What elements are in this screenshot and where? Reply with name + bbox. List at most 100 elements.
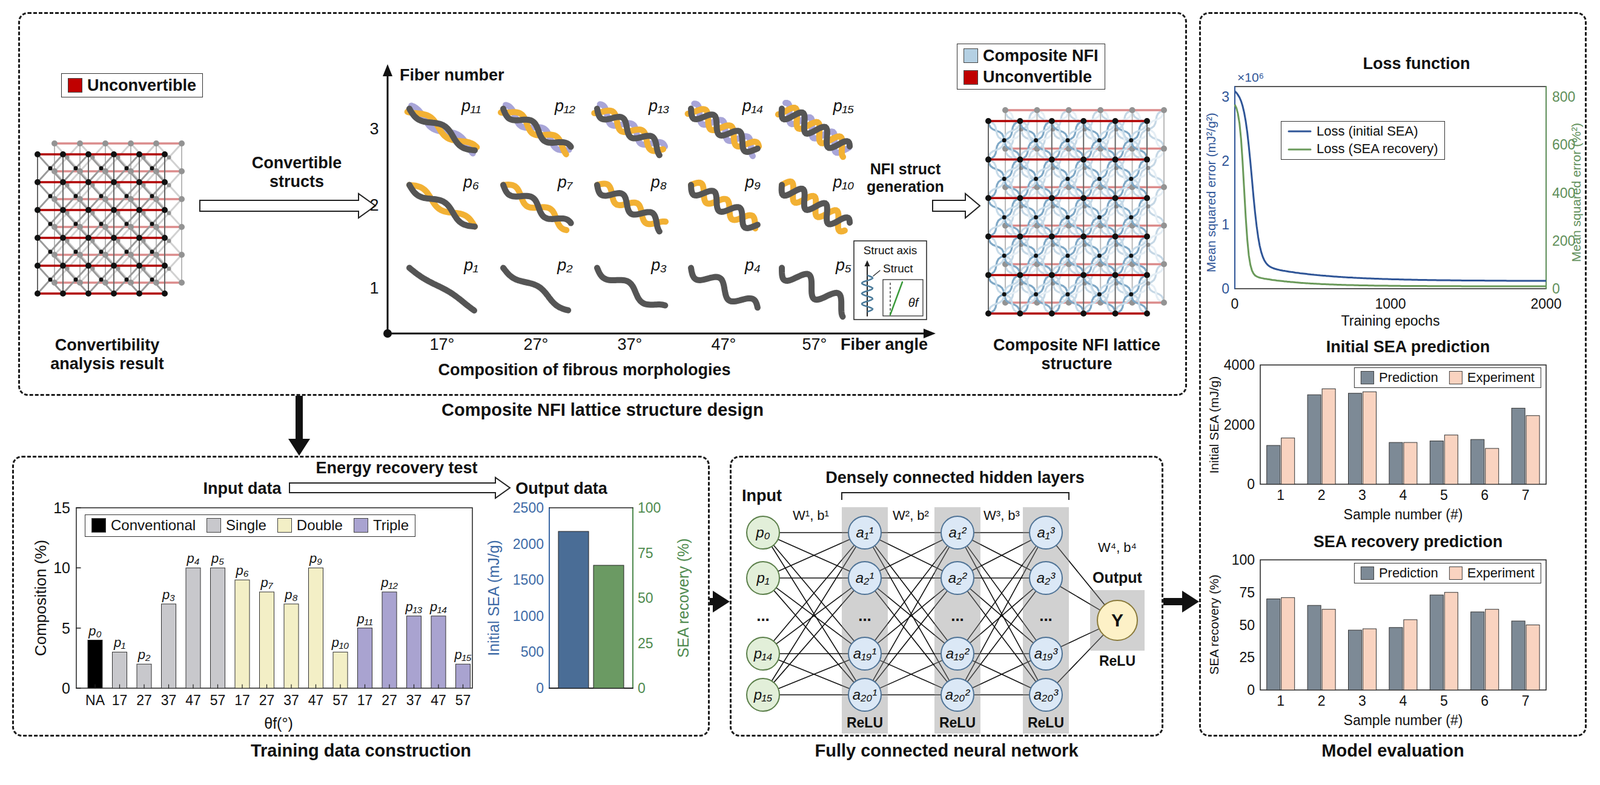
lattice-strut <box>105 143 131 172</box>
composite-strut <box>1115 236 1148 276</box>
lattice-strut <box>79 199 106 228</box>
tick-mark <box>76 628 81 630</box>
lattice-node <box>1002 215 1007 220</box>
lattice-node <box>110 151 117 158</box>
tick-label: 100 <box>637 500 661 516</box>
lattice-strut <box>37 210 63 239</box>
lattice-strut <box>105 171 131 200</box>
connector <box>881 532 941 534</box>
axis-title: SEA recovery (%) <box>674 538 693 658</box>
neuron-label: a₁₉³ <box>1034 646 1058 662</box>
composite-strut <box>1051 121 1084 160</box>
connector-line <box>879 540 943 571</box>
bar <box>136 664 152 689</box>
composite-strut <box>1019 236 1052 276</box>
morphology-label: p₁₅ <box>833 96 854 116</box>
legend-item: Experiment <box>1449 370 1535 386</box>
lattice-strut <box>139 265 165 294</box>
composite-strut <box>1115 198 1148 237</box>
composite-strut <box>988 198 1020 237</box>
composite-strut <box>1051 198 1084 237</box>
bar <box>1471 439 1485 485</box>
lattice-node <box>34 151 41 158</box>
lattice-node <box>51 140 58 147</box>
neuron-label: p₁₄ <box>753 646 773 662</box>
neuron-circle: p₁ <box>746 561 781 596</box>
lattice-strut <box>1146 121 1148 314</box>
axis-title: Sample number (#) <box>1343 712 1464 729</box>
legend-item: Conventional <box>91 517 196 535</box>
lattice-node <box>73 194 79 199</box>
lattice-strut <box>37 154 63 183</box>
hollow-arrow <box>199 193 376 219</box>
composite-strut <box>1051 236 1084 276</box>
lattice-node <box>150 250 155 255</box>
connector-line <box>974 653 1029 655</box>
tick-label: 1 <box>369 279 379 298</box>
lattice-strut <box>156 227 182 255</box>
lattice-node <box>1097 215 1102 220</box>
composite-strut <box>1051 121 1084 160</box>
connector-line <box>778 660 850 690</box>
lattice-node <box>1160 222 1167 229</box>
legend-line <box>1287 127 1312 136</box>
lattice-strut <box>1051 121 1053 314</box>
tick-label: 2000 <box>1223 416 1255 433</box>
lattice-node <box>85 179 92 186</box>
composite-strut <box>1019 159 1052 199</box>
neuron-label: a₁² <box>948 525 967 541</box>
lattice-node <box>110 234 117 242</box>
bar-label: p₅ <box>211 551 225 567</box>
axis-title: Initial SEA (mJ/g) <box>485 540 503 657</box>
lattice-node <box>1033 215 1039 220</box>
lattice-strut <box>1082 121 1085 314</box>
lattice-strut <box>88 182 114 211</box>
lattice-node <box>985 118 992 125</box>
tick-label: 37 <box>161 692 177 709</box>
activation-label: ReLU <box>1099 653 1136 670</box>
bar-label: p₂ <box>138 647 151 663</box>
lattice-node <box>136 207 143 214</box>
lattice-node <box>1112 118 1119 125</box>
composite-strut <box>1051 159 1084 199</box>
tick-label: 2 <box>369 196 379 215</box>
tick-label: 7 <box>1521 693 1530 710</box>
lattice-node <box>178 279 185 286</box>
unconvertible-strut <box>37 236 165 240</box>
bar-label: p₀ <box>88 623 102 639</box>
composite-strut <box>1083 198 1115 237</box>
tick-label: 1 <box>1276 693 1285 710</box>
ellipsis: ... <box>950 607 965 626</box>
composite-strut <box>1083 236 1115 276</box>
bar <box>1429 595 1444 691</box>
tick-label: 5 <box>61 619 71 638</box>
lattice-strut <box>113 238 140 266</box>
axis-title: Mean squared error (%²) <box>1569 122 1584 263</box>
lattice-node <box>1128 215 1134 220</box>
neuron-circle: a₁₉¹ <box>847 637 882 672</box>
chart-title: SEA recovery prediction <box>1313 532 1504 552</box>
section-label: Input data <box>203 479 282 499</box>
morphology-label: p₁₃ <box>648 96 670 116</box>
bar <box>1322 609 1336 691</box>
legend-item: Double <box>277 517 343 535</box>
tick-label: 1500 <box>512 572 544 589</box>
bar <box>382 592 397 689</box>
lattice-node <box>102 140 109 147</box>
tick-label: 1000 <box>1374 296 1406 312</box>
output-band: OutputReLUY <box>1090 590 1145 652</box>
tick-mark <box>339 684 341 689</box>
bar <box>1307 394 1321 485</box>
connector-line <box>780 577 848 579</box>
connector-line <box>778 539 850 572</box>
tick-label: 25 <box>637 635 654 652</box>
lattice-node <box>110 290 117 297</box>
tick-label: NA <box>85 692 105 709</box>
tick-label: 0 <box>1246 476 1255 493</box>
morphology-label: p₇ <box>557 173 573 192</box>
weight-label: W¹, b¹ <box>792 508 830 524</box>
bar <box>1348 630 1362 691</box>
lattice-node <box>85 234 92 242</box>
bar <box>406 616 422 689</box>
connector-line <box>776 588 851 645</box>
